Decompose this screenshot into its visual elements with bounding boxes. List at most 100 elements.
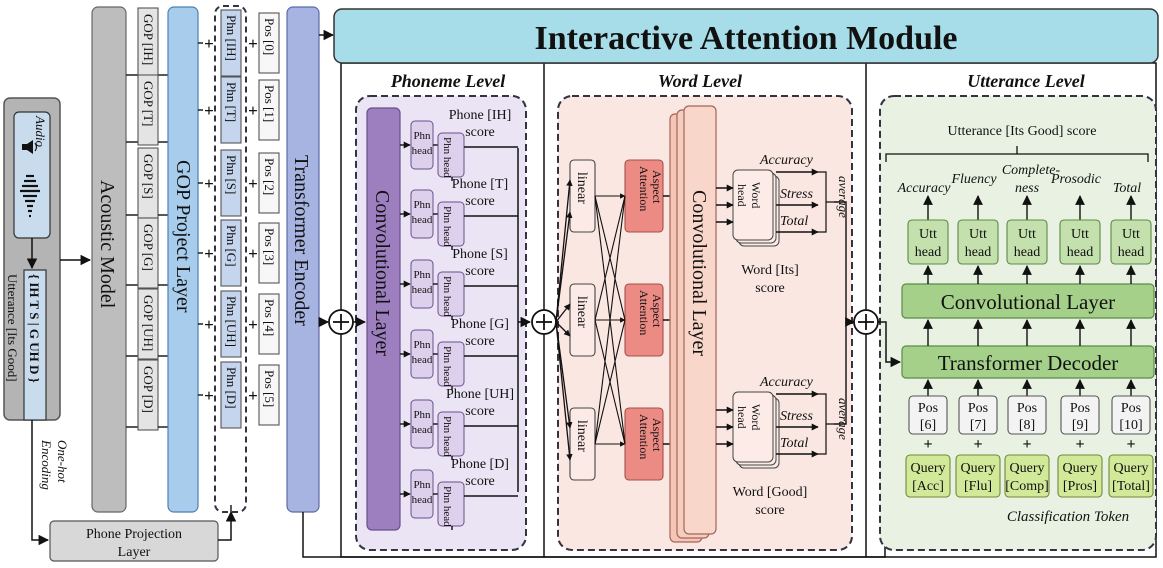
pos-box — [258, 79, 280, 141]
one-hot-line-1: One-hot — [55, 440, 70, 483]
utt-head-line-2: head — [1118, 245, 1144, 260]
phn-head-box-b — [437, 411, 465, 457]
phone-score-line-2: score — [465, 125, 495, 140]
phone-projection-line-2: Layer — [118, 545, 151, 560]
utt-pos-box — [1111, 395, 1151, 435]
utterance-text: Utterance [Its Good] — [5, 274, 20, 382]
linear-label: linear — [574, 296, 589, 328]
phoneme-conv-layer — [366, 107, 401, 531]
phn-column-frame — [214, 5, 247, 513]
phn-head-word: head — [412, 494, 433, 506]
utt-query-line-1: Query — [961, 461, 996, 476]
phn-head-word: head — [412, 214, 433, 226]
utt-pos-line-2: [6] — [920, 418, 936, 433]
plus-sign: + — [248, 315, 258, 334]
plus-sign: + — [923, 436, 932, 453]
phn-head-word: Phn — [413, 339, 431, 351]
utt-head-box — [1110, 219, 1152, 265]
phoneme-level-title: Phoneme Level — [390, 71, 505, 91]
utt-head-box — [907, 219, 949, 265]
word-average-label: average — [836, 398, 851, 440]
phn-box — [220, 76, 242, 144]
plus-sign: + — [248, 34, 258, 53]
utterance-level-panel — [879, 95, 1157, 551]
gop-label: GOP [G] — [141, 224, 156, 271]
utt-query-box — [1004, 454, 1050, 498]
utt-head-line-2: head — [1067, 245, 1093, 260]
aspect-attention-line-1: Aspect — [650, 170, 664, 204]
phn-head-rot: Phn head — [441, 276, 453, 317]
phn-label: Phn [T] — [224, 82, 239, 122]
utt-aspect-label: Total — [1113, 181, 1141, 196]
phn-head-word: Phn — [413, 409, 431, 421]
linear-label: linear — [574, 172, 589, 204]
word-average-brace — [818, 393, 834, 455]
utt-pos-line-1: Pos — [918, 401, 938, 416]
plus-sign: + — [248, 244, 258, 263]
utt-conv-layer — [901, 283, 1155, 319]
phn-head-rot: Phn head — [441, 486, 453, 527]
phn-head-word: Phn — [413, 269, 431, 281]
phn-label: Phn [UH] — [224, 296, 239, 347]
gop-project-label: GOP Project Layer — [172, 160, 194, 313]
aspect-attention-line-2: Attention — [637, 290, 651, 335]
word-conv-label: Convolutional Layer — [688, 190, 710, 356]
utt-score-label: Utterance [Its Good] score — [948, 124, 1097, 139]
word-head-line-1: Word — [749, 182, 763, 208]
word-accuracy-label: Accuracy — [759, 375, 814, 390]
phone-score-line-2: score — [465, 334, 495, 349]
word-level-title: Word Level — [658, 71, 742, 91]
transformer-decoder-label: Transformer Decoder — [938, 351, 1119, 375]
pos-box — [258, 293, 280, 355]
utt-query-line-1: Query — [1114, 461, 1149, 476]
phn-box — [220, 219, 242, 287]
phoneme-conv-label: Convolutional Layer — [371, 190, 393, 356]
linear-label: linear — [574, 420, 589, 452]
utt-head-box — [1059, 219, 1101, 265]
acoustic-model-label: Acoustic Model — [96, 180, 118, 309]
phones-box — [23, 269, 47, 421]
plus-sign: + — [204, 315, 214, 334]
utt-aspect-label: ness — [1015, 181, 1040, 196]
utt-query-line-2: [Pros] — [1063, 479, 1097, 494]
phone-score-line-2: score — [465, 194, 495, 209]
phn-head-word: head — [412, 354, 433, 366]
word-head-line-2: head — [735, 406, 749, 429]
plus-sign: + — [204, 174, 214, 193]
utt-pos-line-2: [9] — [1072, 418, 1088, 433]
module-title: Interactive Attention Module — [534, 20, 957, 57]
utt-query-line-2: [Flu] — [964, 479, 992, 494]
phn-head-box-b — [437, 132, 465, 178]
word-score-line-1: Word [Its] — [741, 263, 799, 278]
phones-text: { IH T S | G UH D } — [27, 274, 42, 383]
utt-head-line-2: head — [965, 245, 991, 260]
phone-score-line-1: Phone [T] — [452, 177, 508, 192]
utt-query-line-2: [Acc] — [912, 479, 944, 494]
utt-pos-box — [958, 395, 998, 435]
phn-head-word: head — [412, 284, 433, 296]
plus-sign: + — [248, 386, 258, 405]
utt-head-line-2: head — [1014, 245, 1040, 260]
phone-score-line-2: score — [465, 474, 495, 489]
phn-box — [220, 149, 242, 217]
phn-label: Phn [IH] — [224, 15, 239, 61]
utt-pos-box — [908, 395, 948, 435]
interactive-attention-header — [333, 8, 1159, 64]
word-head-line-2: head — [735, 184, 749, 207]
phn-label: Phn [D] — [224, 367, 239, 409]
gop-box — [137, 288, 159, 360]
word-total-label: Total — [780, 436, 808, 451]
utterance-level-title: Utterance Level — [967, 71, 1084, 91]
phone-score-line-1: Phone [S] — [452, 247, 508, 262]
utt-query-line-1: Query — [1063, 461, 1098, 476]
phn-box — [220, 290, 242, 358]
plus-sign: + — [1126, 436, 1135, 453]
phn-head-rot: Phn head — [441, 206, 453, 247]
word-accuracy-label: Accuracy — [759, 153, 814, 168]
phn-head-box-b — [437, 481, 465, 527]
utt-query-line-1: Query — [911, 461, 946, 476]
utterance-columns: AccuracyUttheadPos[6]+Query[Acc]FluencyU… — [897, 163, 1154, 498]
aspect-attention-line-1: Aspect — [650, 418, 664, 452]
phn-label: Phn [G] — [224, 225, 239, 267]
